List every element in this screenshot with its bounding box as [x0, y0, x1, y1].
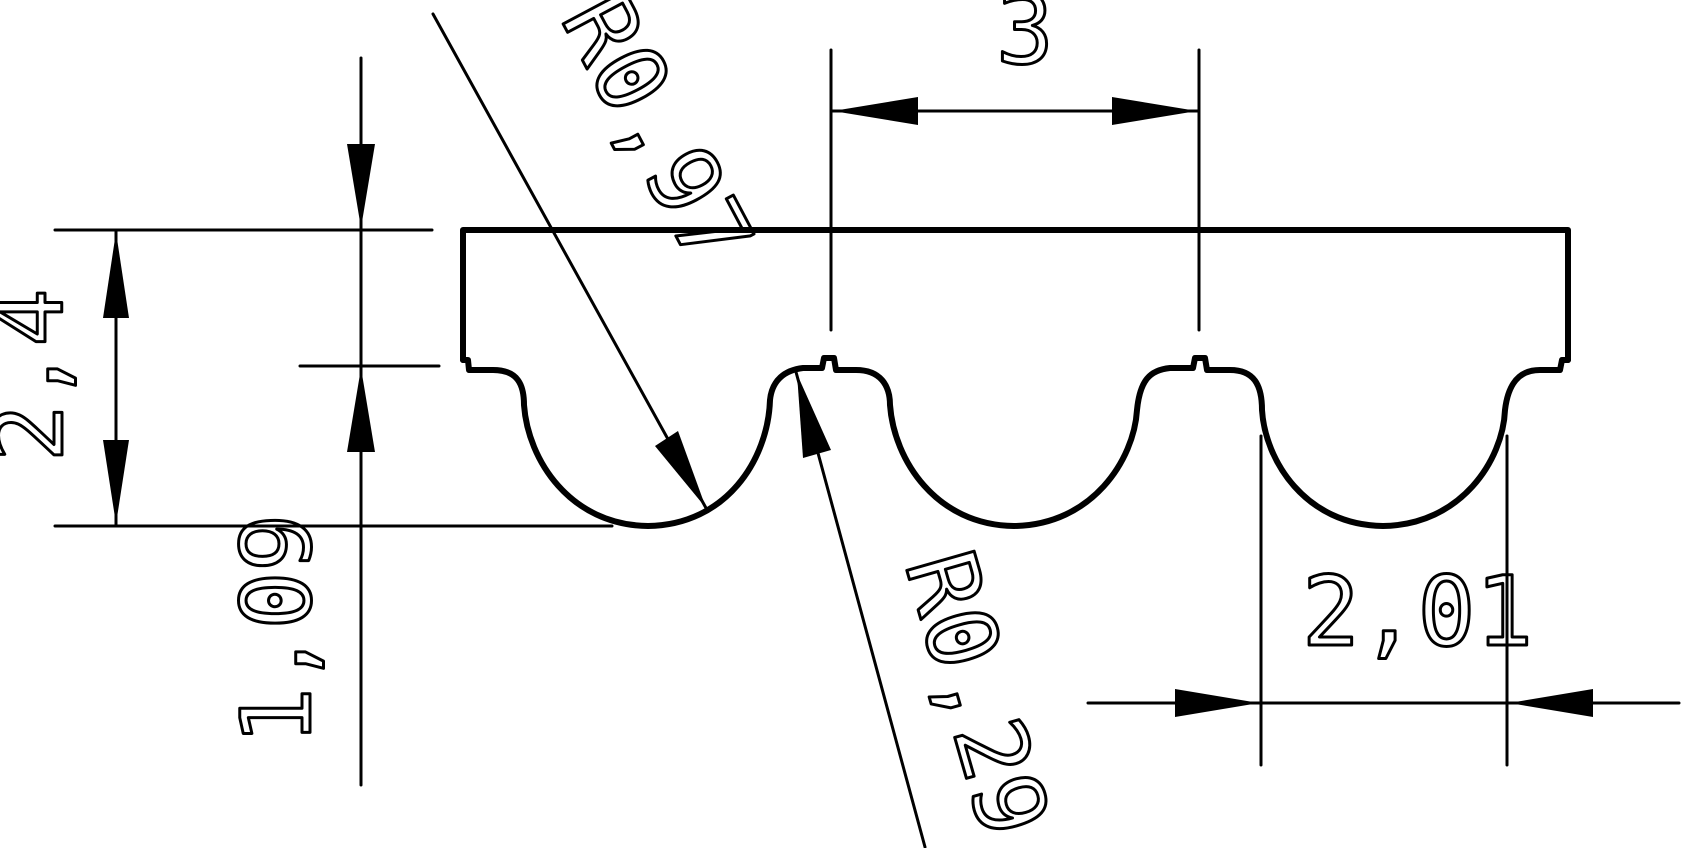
- belt-teeth-profile: [460, 355, 1571, 529]
- arrow-total-top: [103, 232, 129, 318]
- arrow-tooth-bottom: [347, 368, 375, 452]
- leader-root-radius: [431, 12, 708, 510]
- arrow-root-radius: [655, 431, 706, 508]
- arrow-width-left: [1175, 689, 1259, 717]
- label-tooth-width: 2,01: [1302, 556, 1533, 668]
- arrow-tooth-top: [347, 144, 375, 228]
- arrow-total-bottom: [103, 440, 129, 524]
- label-root-radius: R0,97: [540, 0, 775, 284]
- label-pitch: 3: [996, 0, 1054, 86]
- label-tooth-height: 1,09: [221, 514, 333, 745]
- arrow-pitch-right: [1112, 97, 1197, 125]
- arrow-width-right: [1509, 689, 1593, 717]
- arrow-pitch-left: [833, 97, 918, 125]
- belt-outline: [460, 227, 1571, 363]
- arrow-tip-radius: [797, 374, 831, 458]
- label-tip-radius: R0,29: [883, 539, 1070, 848]
- label-total-height: 2,4: [0, 289, 85, 462]
